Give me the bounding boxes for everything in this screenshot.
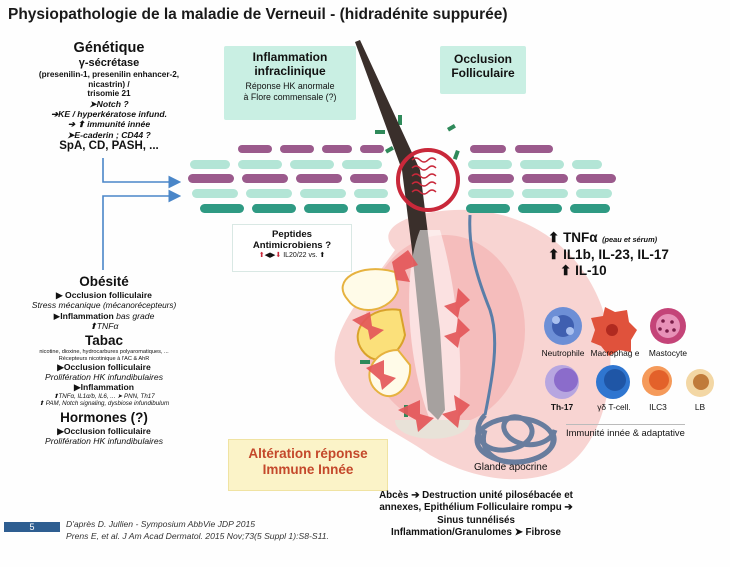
inflam-title-1: Inflammation [252, 50, 328, 64]
cytokines-block: ⬆ TNFα (peau et sérum) ⬆ IL1b, IL-23, IL… [548, 228, 726, 280]
consequences-block: Abcès ➔ Destruction unité pilosébacée et… [378, 490, 574, 539]
alteration-line-2: Immune Innée [262, 461, 354, 477]
arrow-icon: ▶ [56, 289, 66, 300]
genetique-section: Génétique γ-sécrétase (presenilin-1, pre… [20, 40, 198, 153]
arrow-icon: ➔ ⬆ [67, 119, 88, 130]
obesite-tnfa: ⬆TNFα [89, 320, 119, 331]
rupture-arrows [352, 250, 470, 432]
tabac-line-1: nicotine, dioxine, hydrocarbures polyaro… [39, 348, 169, 355]
cell-label-th17: Th-17 [550, 402, 574, 412]
consequence-line-3: Sinus tunnélisés [437, 514, 515, 526]
tabac-occlusion: ▶Occlusion folliculaire [57, 362, 151, 373]
up-arrow-icon: ⬆ [548, 247, 564, 263]
up-arrow-icon: ⬆ [319, 251, 326, 259]
inflam-line-1: Réponse HK anormale [245, 81, 335, 92]
cell-label-neutrophile: Neutrophile [541, 348, 585, 358]
genes-line-2: trisomie 21 [87, 89, 131, 99]
inflam-title-2: infraclinique [254, 64, 326, 79]
source-line-2: Prens E, et al. J Am Acad Dermatol. 2015… [66, 531, 329, 541]
peptides-line: ⬆◀▶⬇ IL20/22 vs. ⬆ [258, 251, 326, 259]
keratin-plug [411, 157, 437, 195]
up-arrow-icon: ⬆ [53, 392, 59, 400]
arrow-icon: ▶ [73, 382, 81, 393]
immunity-caption: Immunité innée & adaptative [566, 424, 685, 438]
tabac-prolif: Prolifération HK infundibulaires [45, 372, 163, 383]
ke-line: ➔KE / hyperkératose infund. [50, 109, 168, 120]
peptides-title-2: Antimicrobiens ? [252, 240, 332, 252]
consequence-line-2: annexes, Epithélium Folliculaire rompu ➔ [379, 502, 573, 514]
hormones-prolif: Prolifération HK infundibulaires [45, 436, 163, 447]
page-number-badge: 5 [4, 522, 60, 532]
peptides-title-1: Peptides [272, 229, 312, 240]
occlusion-folliculaire-box: Occlusion Folliculaire [440, 46, 526, 94]
source-line-1: D'après D. Jullien - Symposium AbbVie JD… [66, 519, 256, 529]
epidermis-layers [188, 145, 616, 213]
cell-label-gd-tcell: γδ T-cell. [597, 402, 631, 412]
up-arrow-icon: ⬆ [38, 399, 46, 407]
inflammation-infraclinique-box: Inflammation infraclinique Réponse HK an… [224, 46, 356, 120]
arrow-icon: ➔ [50, 109, 59, 120]
down-arrow-icon: ⬇ [275, 251, 282, 259]
cytokine-line-3: ⬆ IL-10 [560, 263, 607, 279]
cell-label-mastocyte: Mastocyte [648, 348, 688, 358]
obesite-occlusion: ▶ Occlusion folliculaire [56, 289, 152, 300]
gamma-secretase: γ-sécrétase [78, 57, 140, 70]
tabac-heading: Tabac [84, 333, 123, 349]
arrow-icon: ▶ [53, 310, 61, 321]
consequence-line-4: Inflammation/Granulomes ➤ Fibrose [391, 527, 561, 539]
peptides-box: Peptides Antimicrobiens ? ⬆◀▶⬇ IL20/22 v… [232, 224, 352, 272]
arrow-icon: ▶ [57, 426, 64, 437]
genetique-heading: Génétique [73, 40, 145, 56]
cell-label-macrophage: Macrophag e [590, 348, 640, 358]
tabac-cytokines: ⬆TNFα, IL1α/b, IL6, ... ➤ PNN, Th17 [53, 392, 155, 400]
arrow-icon: ➤ [67, 129, 75, 140]
genes-line-1: (presenilin-1, presenilin enhancer-2, ni… [38, 70, 180, 89]
ecaderin-line: ➤E-caderin ; CD44 ? [67, 129, 151, 140]
risk-factors-section: Obésité ▶ Occlusion folliculaire Stress … [6, 274, 202, 446]
occlusion-title-2: Folliculaire [451, 66, 515, 81]
tabac-inflammation: ▶Inflammation [73, 382, 135, 393]
tabac-pam: ⬆ PAM, Notch signaling, dysbiose infundi… [38, 399, 170, 407]
apocrine-gland [474, 413, 558, 465]
hormones-occlusion: ▶Occlusion folliculaire [57, 426, 151, 437]
up-arrow-icon: ⬆ [258, 251, 265, 259]
obesite-heading: Obésité [79, 274, 129, 289]
up-arrow-icon: ⬆ [548, 230, 564, 245]
immune-cells [544, 307, 714, 399]
alteration-box: Altération réponse Immune Innée [228, 439, 388, 491]
connector-lines [102, 158, 182, 270]
notch-line: ➤Notch ? [89, 99, 129, 110]
apocrine-duct [468, 214, 497, 416]
occlusion-ring-icon [396, 148, 460, 212]
up-arrow-icon: ⬆ [560, 263, 576, 279]
inflam-line-2: à Flore commensale (?) [243, 91, 337, 102]
cell-label-ilc3: ILC3 [649, 402, 667, 412]
obesite-stress: Stress mécanique (mécanorécepteurs) [31, 300, 177, 311]
cytokine-line-1: ⬆ TNFα (peau et sérum) [548, 230, 658, 245]
cell-label-lb: LB [694, 402, 706, 412]
arrow-icon: ▶ [57, 362, 64, 373]
cytokine-line-2: ⬆ IL1b, IL-23, IL-17 [548, 247, 669, 263]
up-arrow-icon: ⬆ [89, 320, 97, 331]
hair-follicle [341, 40, 470, 439]
arrow-icon: ➤ [89, 99, 97, 110]
obesite-inflammation: ▶Inflammation bas grade [53, 310, 155, 321]
immunite-line: ➔ ⬆ immunité innée [67, 119, 151, 130]
tabac-line-2: Récepteurs nicotinique à l'AC & AhR [58, 355, 150, 362]
page-title: Physiopathologie de la maladie de Verneu… [8, 6, 508, 23]
glande-apocrine-label: Glande apocrine [474, 462, 548, 473]
consequence-line-1: Abcès ➔ Destruction unité pilosébacée et [379, 490, 573, 501]
syndromes-line: SpA, CD, PASH, ... [59, 139, 159, 152]
alteration-line-1: Altération réponse [248, 446, 368, 461]
arrow-icon: ◀▶ [264, 251, 276, 259]
hormones-heading: Hormones (?) [60, 410, 148, 426]
occlusion-title-1: Occlusion [453, 52, 512, 66]
